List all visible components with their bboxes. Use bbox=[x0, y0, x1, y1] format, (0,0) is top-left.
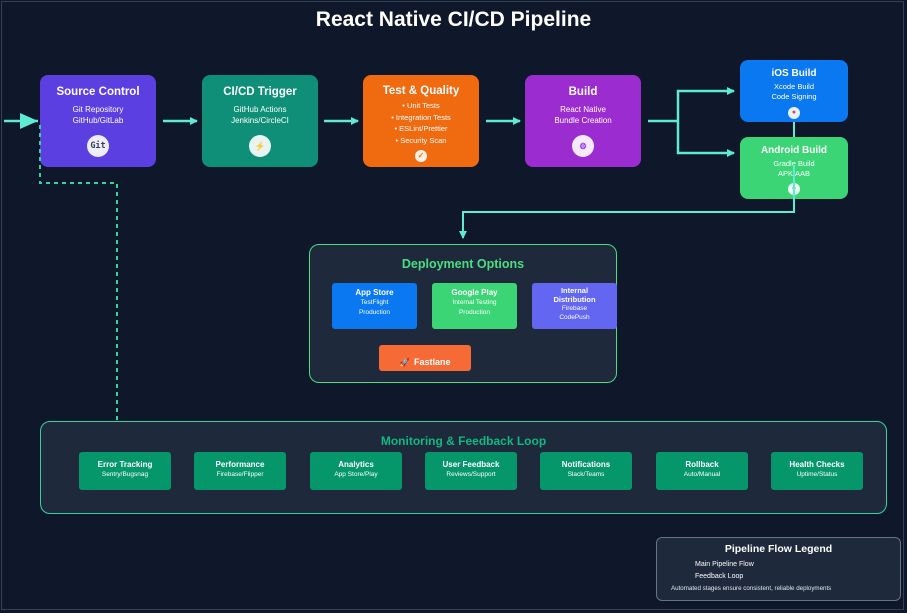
option-detail: CodePush bbox=[559, 314, 590, 321]
android-icon: ● bbox=[788, 183, 800, 195]
google-play-option: Google Play Internal Testing Production bbox=[432, 283, 517, 329]
apple-icon: ● bbox=[788, 107, 800, 119]
stage-detail: • Unit Tests bbox=[402, 101, 440, 110]
deployment-options-panel: Deployment Options App Store TestFlight … bbox=[309, 244, 617, 383]
lightning-icon: ⚡ bbox=[249, 135, 271, 157]
stage-detail: Xcode Build bbox=[773, 82, 815, 91]
option-title: Internal Distribution bbox=[553, 286, 596, 304]
diagram-title: React Native CI/CD Pipeline bbox=[315, 8, 592, 31]
monitoring-item-title: Rollback bbox=[685, 460, 719, 469]
ios-build-stage: iOS Build Xcode Build Code Signing ● bbox=[740, 60, 848, 122]
stage-detail: • Integration Tests bbox=[391, 112, 451, 122]
stage-detail: APK/AAB bbox=[777, 169, 811, 178]
option-detail: Internal Testing bbox=[452, 299, 497, 306]
user-feedback-item: User Feedback Reviews/Support bbox=[425, 452, 517, 490]
error-tracking-item: Error Tracking Sentry/Bugsnag bbox=[79, 452, 171, 490]
option-title: App Store bbox=[355, 288, 394, 297]
monitoring-item-title: Analytics bbox=[338, 460, 374, 469]
rollback-item: Rollback Auto/Manual bbox=[656, 452, 748, 490]
legend-feedback-label: Feedback Loop bbox=[695, 573, 744, 580]
app-store-option: App Store TestFlight Production bbox=[332, 283, 417, 329]
option-detail: Firebase bbox=[561, 305, 588, 312]
monitoring-title: Monitoring & Feedback Loop bbox=[380, 434, 547, 448]
monitoring-item-detail: Slack/Teams bbox=[567, 471, 605, 478]
stage-title: Test & Quality bbox=[382, 85, 460, 97]
stage-detail: Gradle Build bbox=[773, 159, 815, 168]
test-quality-stage: Test & Quality • Unit Tests • Integratio… bbox=[363, 75, 479, 167]
legend-title: Pipeline Flow Legend bbox=[724, 543, 833, 555]
ci-cd-trigger-stage: CI/CD Trigger GitHub Actions Jenkins/Cir… bbox=[202, 75, 318, 167]
health-checks-item: Health Checks Uptime/Status bbox=[771, 452, 863, 490]
build-stage: Build React Native Bundle Creation ⚙ bbox=[525, 75, 641, 167]
internal-distribution-option: Internal Distribution Firebase CodePush bbox=[532, 283, 617, 329]
monitoring-item-detail: Auto/Manual bbox=[683, 471, 721, 478]
checkmark-icon: ✓ bbox=[415, 150, 427, 162]
stage-title: Build bbox=[568, 86, 598, 98]
monitoring-item-detail: Uptime/Status bbox=[796, 471, 838, 478]
fastlane-option: 🚀 Fastlane bbox=[379, 345, 471, 371]
stage-detail: Bundle Creation bbox=[554, 116, 612, 125]
rocket-icon: 🚀 bbox=[399, 358, 410, 367]
stage-title: Android Build bbox=[760, 145, 828, 156]
stage-detail: Code Signing bbox=[771, 92, 817, 101]
fastlane-label: Fastlane bbox=[413, 357, 451, 367]
android-build-stage: Android Build Gradle Build APK/AAB ● bbox=[740, 137, 848, 199]
stage-detail: GitHub/GitLab bbox=[72, 116, 124, 125]
stage-detail: • ESLint/Prettier bbox=[394, 124, 448, 133]
deployment-options-title: Deployment Options bbox=[401, 257, 525, 271]
stage-detail: Jenkins/CircleCI bbox=[231, 116, 289, 125]
monitoring-item-title: Error Tracking bbox=[97, 460, 153, 469]
monitoring-item-detail: Firebase/Flipper bbox=[216, 471, 264, 478]
stage-detail: • Security Scan bbox=[395, 135, 447, 145]
stage-detail: React Native bbox=[560, 105, 606, 114]
option-detail: Production bbox=[358, 309, 391, 316]
stage-title: Source Control bbox=[56, 86, 140, 98]
stage-title: iOS Build bbox=[771, 68, 817, 79]
monitoring-item-title: Health Checks bbox=[789, 460, 845, 469]
analytics-item: Analytics App Store/Play bbox=[310, 452, 402, 490]
monitoring-item-title: Performance bbox=[215, 460, 265, 469]
option-detail: Production bbox=[458, 309, 491, 316]
option-title: Google Play bbox=[451, 288, 498, 297]
stage-detail: GitHub Actions bbox=[233, 105, 287, 114]
source-control-stage: Source Control Git Repository GitHub/Git… bbox=[40, 75, 156, 167]
performance-item: Performance Firebase/Flipper bbox=[194, 452, 286, 490]
notifications-item: Notifications Slack/Teams bbox=[540, 452, 632, 490]
stage-detail: Git Repository bbox=[72, 105, 124, 114]
monitoring-item-title: User Feedback bbox=[442, 460, 500, 469]
option-detail: TestFlight bbox=[360, 299, 389, 306]
legend-main-flow-label: Main Pipeline Flow bbox=[695, 561, 754, 568]
legend-panel: Pipeline Flow Legend Main Pipeline Flow … bbox=[656, 537, 901, 601]
legend-note: Automated stages ensure consistent, reli… bbox=[671, 585, 832, 592]
monitoring-item-title: Notifications bbox=[561, 460, 611, 469]
stage-title: CI/CD Trigger bbox=[223, 86, 297, 98]
monitoring-item-detail: Reviews/Support bbox=[446, 471, 496, 478]
git-icon: Git bbox=[87, 135, 109, 157]
monitoring-item-detail: Sentry/Bugsnag bbox=[101, 471, 149, 478]
gear-icon: ⚙ bbox=[572, 135, 594, 157]
monitoring-item-detail: App Store/Play bbox=[334, 471, 378, 478]
